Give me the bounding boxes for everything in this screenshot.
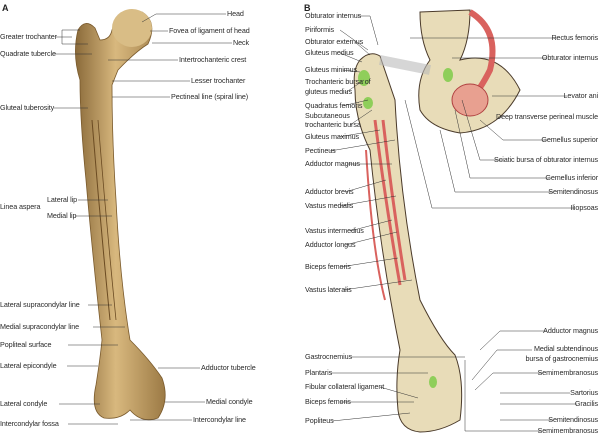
label-gracilis: Gracilis — [574, 399, 598, 408]
label-obturator-internus-right: Obturator internus — [541, 53, 598, 62]
label-lateral-supracondylar-line: Lateral supracondylar line — [0, 300, 80, 309]
label-subcutaneous-2: trochanteric bursa — [305, 120, 361, 129]
label-subcutaneous-1: Subcutaneous — [305, 111, 350, 120]
label-obturator-internus: Obturator internus — [305, 11, 362, 20]
femur-posterior-view — [75, 9, 166, 421]
label-plantaris: Plantaris — [305, 368, 333, 377]
label-gluteus-minimus: Gluteus minimus — [305, 65, 358, 74]
label-medial-subtendinous-2: bursa of gastrocnemius — [525, 354, 598, 363]
label-lateral-lip: Lateral lip — [47, 195, 78, 204]
label-adductor-longus: Adductor longus — [305, 240, 356, 249]
label-fibular-collateral-ligament: Fibular collateral ligament — [305, 382, 385, 391]
label-adductor-magnus: Adductor magnus — [305, 159, 360, 168]
label-intercondylar-line: Intercondylar line — [193, 415, 246, 424]
leader-lines — [53, 13, 577, 432]
label-medial-lip: Medial lip — [47, 211, 77, 220]
label-biceps-femoris: Biceps femoris — [305, 262, 351, 271]
label-linea-aspera: Linea aspera — [0, 202, 41, 211]
label-popliteal-surface: Popliteal surface — [0, 340, 52, 349]
label-semimembranosus: Semimembranosus — [537, 368, 599, 377]
label-head: Head — [227, 9, 244, 18]
label-vastus-intermedius: Vastus intermedius — [305, 226, 364, 235]
label-gemellus-inferior: Gemellus inferior — [545, 173, 598, 182]
label-iliopsoas: Iliopsoas — [570, 203, 599, 212]
label-medial-subtendinous-1: Medial subtendinous — [533, 344, 598, 353]
label-semitendinosus-distal: Semitendinosus — [548, 415, 598, 424]
label-medial-supracondylar-line: Medial supracondylar line — [0, 322, 80, 331]
label-trochanteric-bursa-1: Trochanteric bursa of — [305, 77, 371, 86]
label-semitendinosus: Semitendinosus — [548, 187, 598, 196]
label-adductor-brevis: Adductor brevis — [305, 187, 354, 196]
label-gastrocnemius: Gastrocnemius — [305, 352, 353, 361]
label-quadrate-tubercle: Quadrate tubercle — [0, 49, 56, 58]
label-neck: Neck — [233, 38, 249, 47]
label-intercondylar-fossa: Intercondylar fossa — [0, 419, 59, 428]
panel-a-letter: A — [2, 3, 9, 13]
label-vastus-lateralis: Vastus lateralis — [305, 285, 352, 294]
label-adductor-magnus-right: Adductor magnus — [543, 326, 598, 335]
femur-muscle-attachments — [353, 9, 521, 433]
label-greater-trochanter: Greater trochanter — [0, 32, 57, 41]
label-intertrochanteric-crest: Intertrochanteric crest — [179, 55, 247, 64]
label-pectineal-line: Pectineal line (spiral line) — [171, 92, 249, 101]
label-gemellus-superior: Gemellus superior — [541, 135, 598, 144]
label-trochanteric-bursa-2: gluteus medius — [305, 87, 352, 96]
panel-b-letter: B — [304, 3, 311, 13]
label-biceps-femoris-distal: Biceps femoris — [305, 397, 351, 406]
label-semimembranosus-distal: Semimembranosus — [537, 426, 599, 435]
label-adductor-tubercle: Adductor tubercle — [201, 363, 256, 372]
label-piriformis: Piriformis — [305, 25, 334, 34]
label-pectineus: Pectineus — [305, 146, 336, 155]
label-obturator-externus: Obturator externus — [305, 37, 364, 46]
label-sartorius: Sartorius — [570, 388, 598, 397]
label-lateral-condyle: Lateral condyle — [0, 399, 48, 408]
label-gluteus-medius: Gluteus medius — [305, 48, 354, 57]
label-sciatic-bursa: Sciatic bursa of obturator internus — [494, 155, 598, 164]
label-deep-transverse-perineal: Deep transverse perineal muscle — [496, 112, 598, 121]
label-gluteus-maximus: Gluteus maximus — [305, 132, 360, 141]
label-gluteal-tuberosity: Gluteal tuberosity — [0, 103, 55, 112]
label-medial-condyle: Medial condyle — [206, 397, 253, 406]
label-vastus-medialis: Vastus medialis — [305, 201, 354, 210]
label-quadratus-femoris: Quadratus femoris — [305, 101, 363, 110]
label-levator-ani: Levator ani — [563, 91, 599, 100]
label-fovea: Fovea of ligament of head — [169, 26, 250, 35]
label-rectus-femoris: Rectus femoris — [551, 33, 598, 42]
label-lateral-epicondyle: Lateral epicondyle — [0, 361, 57, 370]
label-popliteus: Popliteus — [305, 416, 334, 425]
label-lesser-trochanter: Lesser trochanter — [191, 76, 246, 85]
